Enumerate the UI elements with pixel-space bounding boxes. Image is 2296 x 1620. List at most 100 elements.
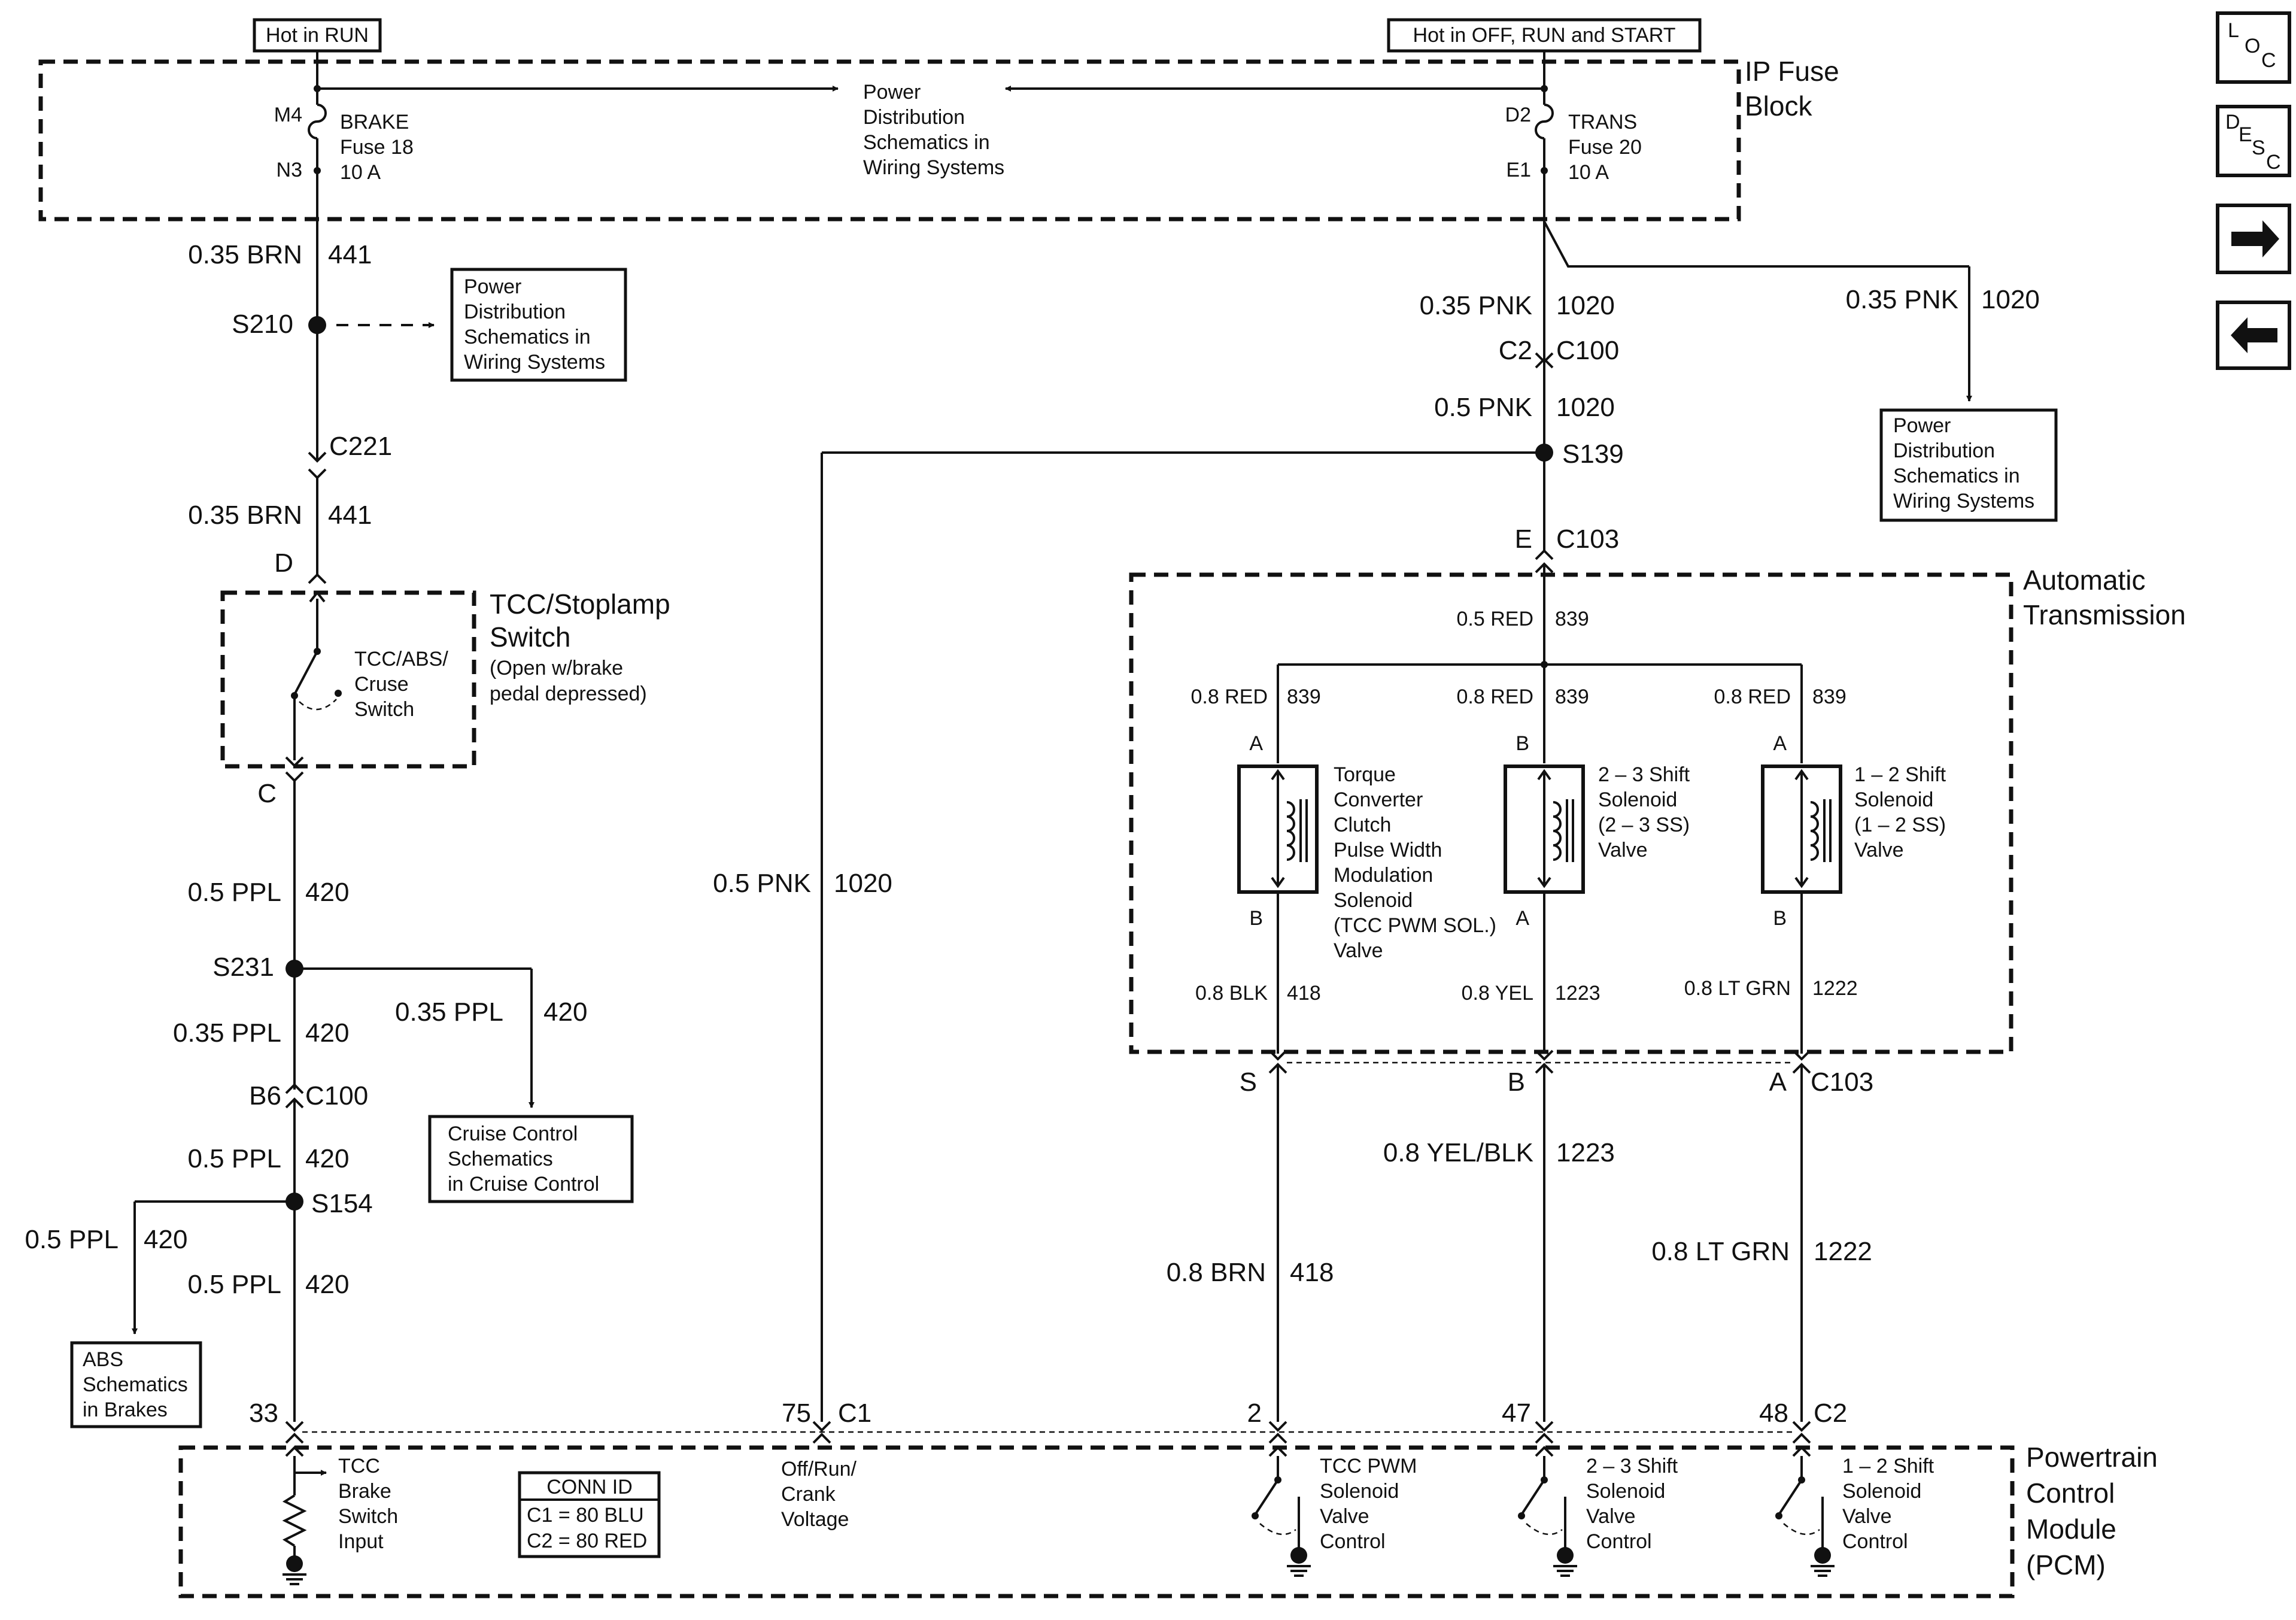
diagram-label: D [274,548,293,578]
right-arrow-icon [2231,220,2279,257]
diagram-label: N3 [277,159,302,181]
power-dist-label: Power [863,81,921,104]
diagram-label: (1 – 2 SS) [1854,814,1946,836]
diagram-label: in Brakes [83,1398,168,1421]
diagram-label: Modulation [1334,864,1433,887]
diagram-label: 1020 [834,869,892,898]
diagram-label: (PCM) [2026,1549,2106,1580]
diagram-label: TCC PWM [1320,1455,1417,1478]
diagram-label: 839 [1555,685,1589,708]
diagram-label: 1222 [1812,977,1858,1000]
prev-arrow-button[interactable] [2216,301,2291,370]
diagram-label: Solenoid [1586,1480,1665,1503]
diagram-label: Distribution [863,106,965,129]
diagram-label: 420 [305,1270,349,1299]
diagram-label: Powertrain [2026,1442,2158,1473]
ref-box-cruise[interactable]: Cruise Control Schematics in Cruise Cont… [428,1115,634,1203]
diagram-label: Solenoid [1842,1480,1921,1503]
ref-box-power-dist-left[interactable]: Power Distribution Schematics in Wiring … [450,268,627,382]
diagram-label: 1 – 2 Shift [1854,763,1946,786]
voltage-input-label: Off/Run/ [781,1458,857,1481]
diagram-label: 0.35 BRN [188,240,302,269]
diagram-label: Valve [1320,1505,1369,1528]
diagram-label: ABS [83,1348,123,1371]
automatic-transmission: Automatic Transmission 0.5 RED 839 0.8 R… [1129,564,2186,1097]
diagram-label: 420 [144,1225,187,1254]
diagram-label: 839 [1287,685,1321,708]
diagram-label: 0.35 PNK [1846,285,1958,314]
conn-id-box: CONN ID C1 = 80 BLU C2 = 80 RED [518,1471,661,1558]
diagram-label: 1222 [1814,1237,1872,1266]
diagram-label: S154 [311,1189,373,1218]
next-arrow-button[interactable] [2216,204,2291,274]
diagram-label: Torque [1334,763,1396,786]
diagram-label: (TCC PWM SOL.) [1334,914,1496,937]
diagram-label: (Open w/brake [490,657,623,679]
diagram-label: E1 [1506,159,1531,181]
diagram-label: Switch [354,698,414,721]
diagram-label: Module [2026,1513,2116,1545]
diagram-label: Wiring Systems [1893,490,2034,512]
diagram-label: C [2261,49,2276,72]
diagram-label: Solenoid [1320,1480,1399,1503]
diagram-label: IP Fuse [1745,56,1839,87]
desc-button[interactable]: D E S C [2216,105,2291,177]
diagram-label: Control [2026,1478,2115,1509]
switch-label: TCC/ABS/ [354,648,448,671]
diagram-label: C1 = 80 BLU [527,1504,644,1527]
left-branch: 0.35 BRN 441 S210 C221 0.35 BRN 441 D TC… [25,174,670,1432]
diagram-label: 1223 [1555,982,1600,1005]
diagram-label: in Cruise Control [448,1173,599,1196]
diagram-label: 839 [1812,685,1846,708]
diagram-label: Transmission [2023,599,2186,630]
diagram-label: Power [1893,414,1951,437]
diagram-label: D [2225,111,2240,134]
diagram-label: 441 [328,500,372,530]
diagram-label: Wiring Systems [863,156,1004,179]
ref-box-abs[interactable]: ABS Schematics in Brakes [70,1341,202,1428]
diagram-label: Solenoid [1334,889,1413,912]
diagram-label: Block [1745,90,1812,122]
diagram-label: 10 A [1568,161,1609,184]
diagram-label: Solenoid [1854,788,1933,811]
loc-button[interactable]: L O C [2216,11,2291,84]
diagram-label: Solenoid [1598,788,1677,811]
diagram-label: 0.5 PPL [187,878,281,907]
diagram-label: 0.8 BLK [1195,982,1268,1005]
diagram-label: Valve [1598,839,1648,861]
diagram-label: 0.5 PNK [713,869,811,898]
ref-box-power-dist-right[interactable]: Power Distribution Schematics in Wiring … [1879,408,2058,522]
diagram-label: Valve [1842,1505,1892,1528]
diagram-label: O [2245,35,2260,57]
diagram-label: 0.8 RED [1457,685,1534,708]
diagram-label: C [257,779,277,808]
output-wires: 0.8 YEL/BLK 1223 0.8 BRN 418 0.8 LT GRN … [302,1064,1872,1433]
diagram-label: C1 [838,1398,871,1428]
diagram-label: 0.5 RED [1457,608,1534,630]
ip-fuse-block: IP Fuse Block M4 N3 BRAKE Fuse 18 10 A D… [38,51,1839,222]
diagram-label: 0.8 BRN [1167,1258,1266,1287]
diagram-label: 2 – 3 Shift [1598,763,1690,786]
diagram-label: TCC/Stoplamp [490,588,670,620]
diagram-label: 0.35 BRN [188,500,302,530]
diagram-label: 0.5 PNK [1434,393,1532,422]
diagram-label: Schematics in [863,131,990,154]
pcm-control-1-2: 1 – 2 Shift Solenoid Valve Control [1775,1433,1934,1577]
diagram-label: Brake [338,1480,391,1503]
pink-1020-branch: 0.5 PNK 1020 75 C1 [713,451,1544,1432]
diagram-label: C2 [1499,336,1532,365]
diagram-label: C100 [1556,336,1619,365]
splice-s210 [308,316,326,334]
diagram-label: 0.35 PPL [173,1018,281,1048]
diagram-label: 0.8 LT GRN [1684,977,1791,1000]
diagram-label: Cruise Control [448,1123,578,1145]
diagram-label: 2 – 3 Shift [1586,1455,1678,1478]
diagram-label: S [2252,136,2265,159]
diagram-label: 420 [543,997,587,1027]
diagram-label: A [1516,907,1529,930]
diagram-label: 48 [1759,1398,1788,1428]
diagram-label: 420 [305,1018,349,1048]
diagram-label: S139 [1562,439,1624,469]
pcm-control-tcc: TCC PWM Solenoid Valve Control [1252,1433,1417,1577]
diagram-label: Schematics in [464,326,591,348]
